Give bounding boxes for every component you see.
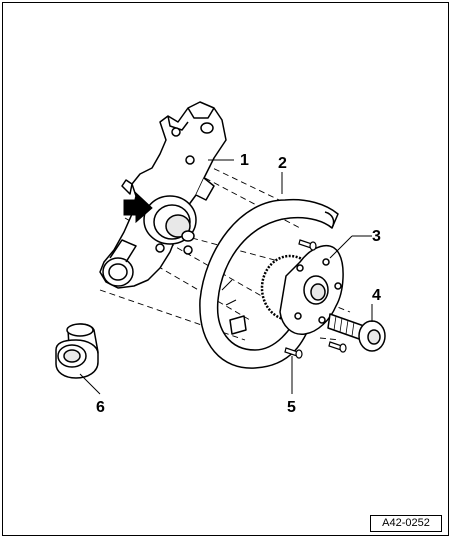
pointer-arrow — [123, 191, 153, 224]
callout-1: 1 — [240, 152, 249, 169]
leader-lines — [79, 159, 373, 395]
small-bolts — [284, 239, 347, 359]
rubber-bush — [55, 323, 99, 379]
reference-code: A42-0252 — [370, 515, 442, 532]
callout-2: 2 — [278, 155, 287, 172]
callout-6: 6 — [96, 399, 105, 416]
callout-3: 3 — [372, 228, 381, 245]
wheel-hub — [260, 244, 344, 335]
callout-5: 5 — [287, 399, 296, 416]
wheel-bearing-housing — [99, 101, 227, 289]
callout-4: 4 — [372, 287, 381, 304]
hub-bolt — [327, 313, 386, 352]
